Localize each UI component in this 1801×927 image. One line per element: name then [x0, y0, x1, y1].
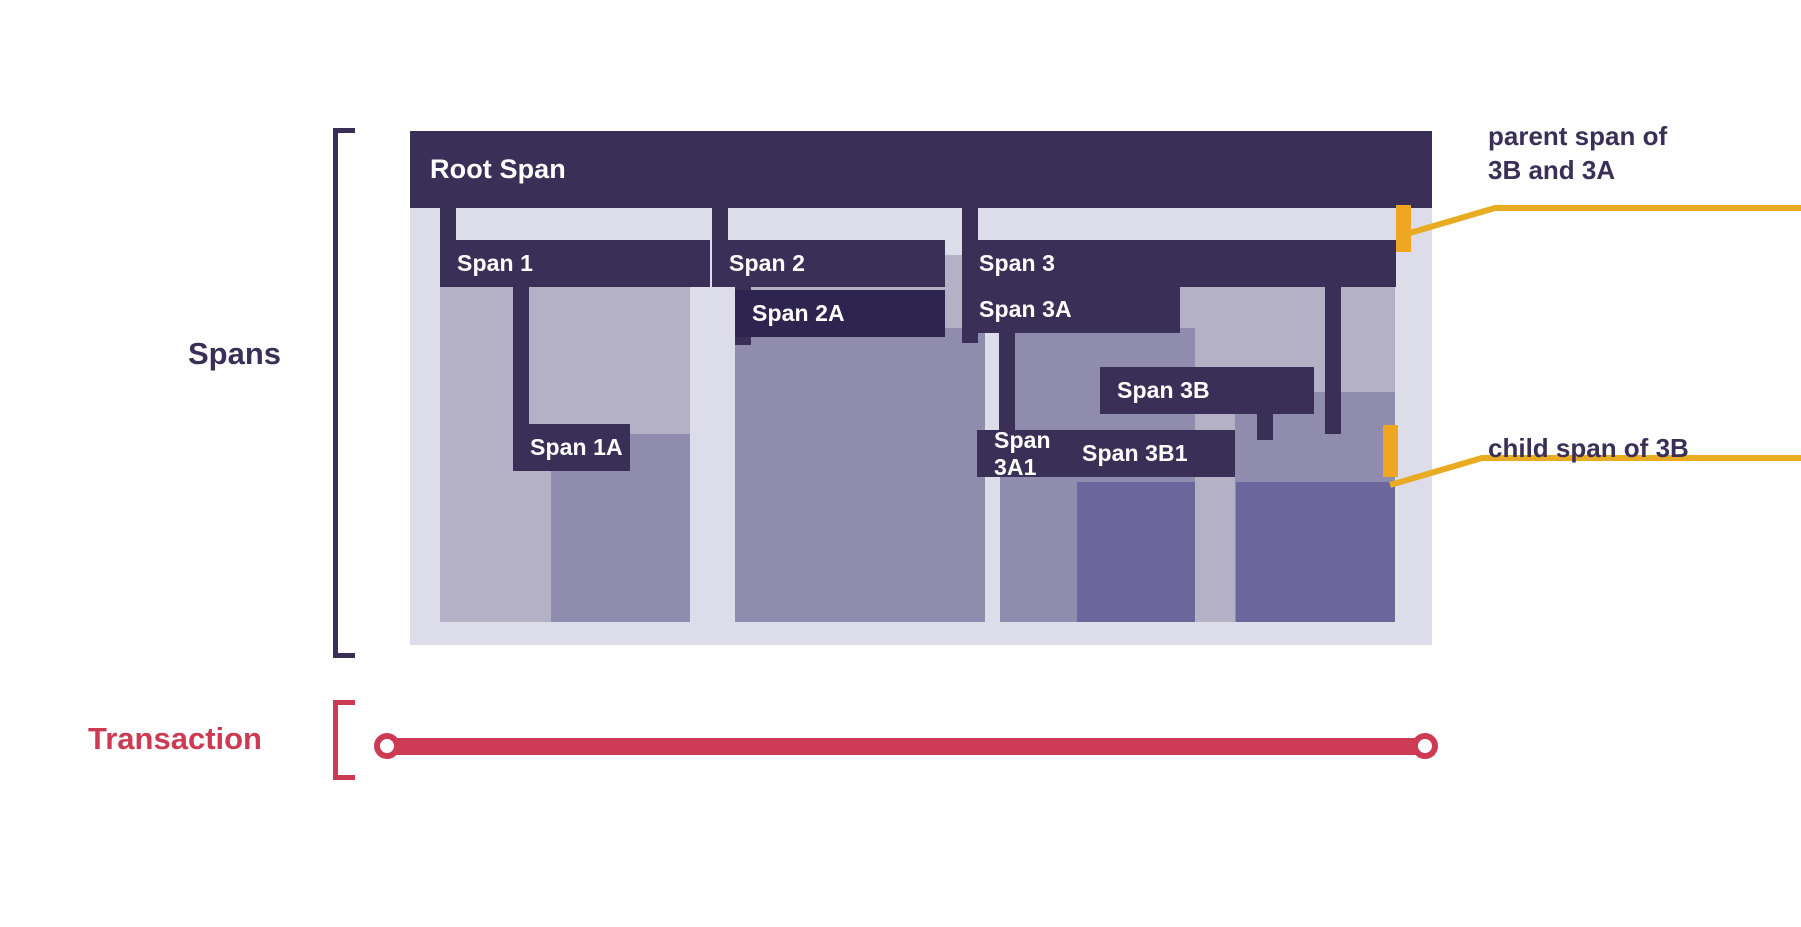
connector-stem-span3a1: [999, 330, 1015, 434]
span-2a-column-shade: [735, 328, 985, 622]
connector-stem-span1a: [513, 283, 529, 430]
parent-span-marker: [1396, 205, 1411, 252]
span-bar-2[interactable]: Span 2: [712, 240, 945, 287]
child-span-callout-text: child span of 3B: [1488, 433, 1689, 463]
span-3b-gutter: [1210, 392, 1235, 622]
span-bar-1a[interactable]: Span 1A: [513, 424, 630, 471]
spans-bracket: [333, 128, 355, 658]
spans-axis-label: Spans: [188, 336, 282, 371]
span-bar-3b[interactable]: Span 3B: [1100, 367, 1314, 414]
transaction-start-dot[interactable]: [374, 733, 400, 759]
transaction-axis-label: Transaction: [88, 721, 262, 756]
span-bar-3a[interactable]: Span 3A: [962, 286, 1180, 333]
connector-stem-span3b: [1325, 283, 1341, 434]
parent-span-callout-text: parent span of 3B and 3A: [1488, 121, 1668, 185]
span-bar-2a[interactable]: Span 2A: [735, 290, 945, 337]
span-bar-root[interactable]: Root Span: [410, 131, 1432, 208]
span-3a1-column-shade: [1077, 482, 1195, 622]
transaction-end-dot[interactable]: [1412, 733, 1438, 759]
span-bar-3[interactable]: Span 3: [962, 240, 1396, 287]
span-bar-3b1[interactable]: Span 3B1: [1065, 430, 1235, 477]
span-3b1-column-shade: [1236, 482, 1395, 622]
span-bar-1[interactable]: Span 1: [440, 240, 710, 287]
child-callout-leader: [1389, 455, 1801, 488]
parent-callout-leader: [1402, 205, 1801, 238]
transaction-bracket: [333, 700, 355, 780]
child-span-marker: [1383, 425, 1398, 477]
connector-stem-span3b1: [1257, 410, 1273, 440]
transaction-bar[interactable]: [385, 738, 1435, 755]
